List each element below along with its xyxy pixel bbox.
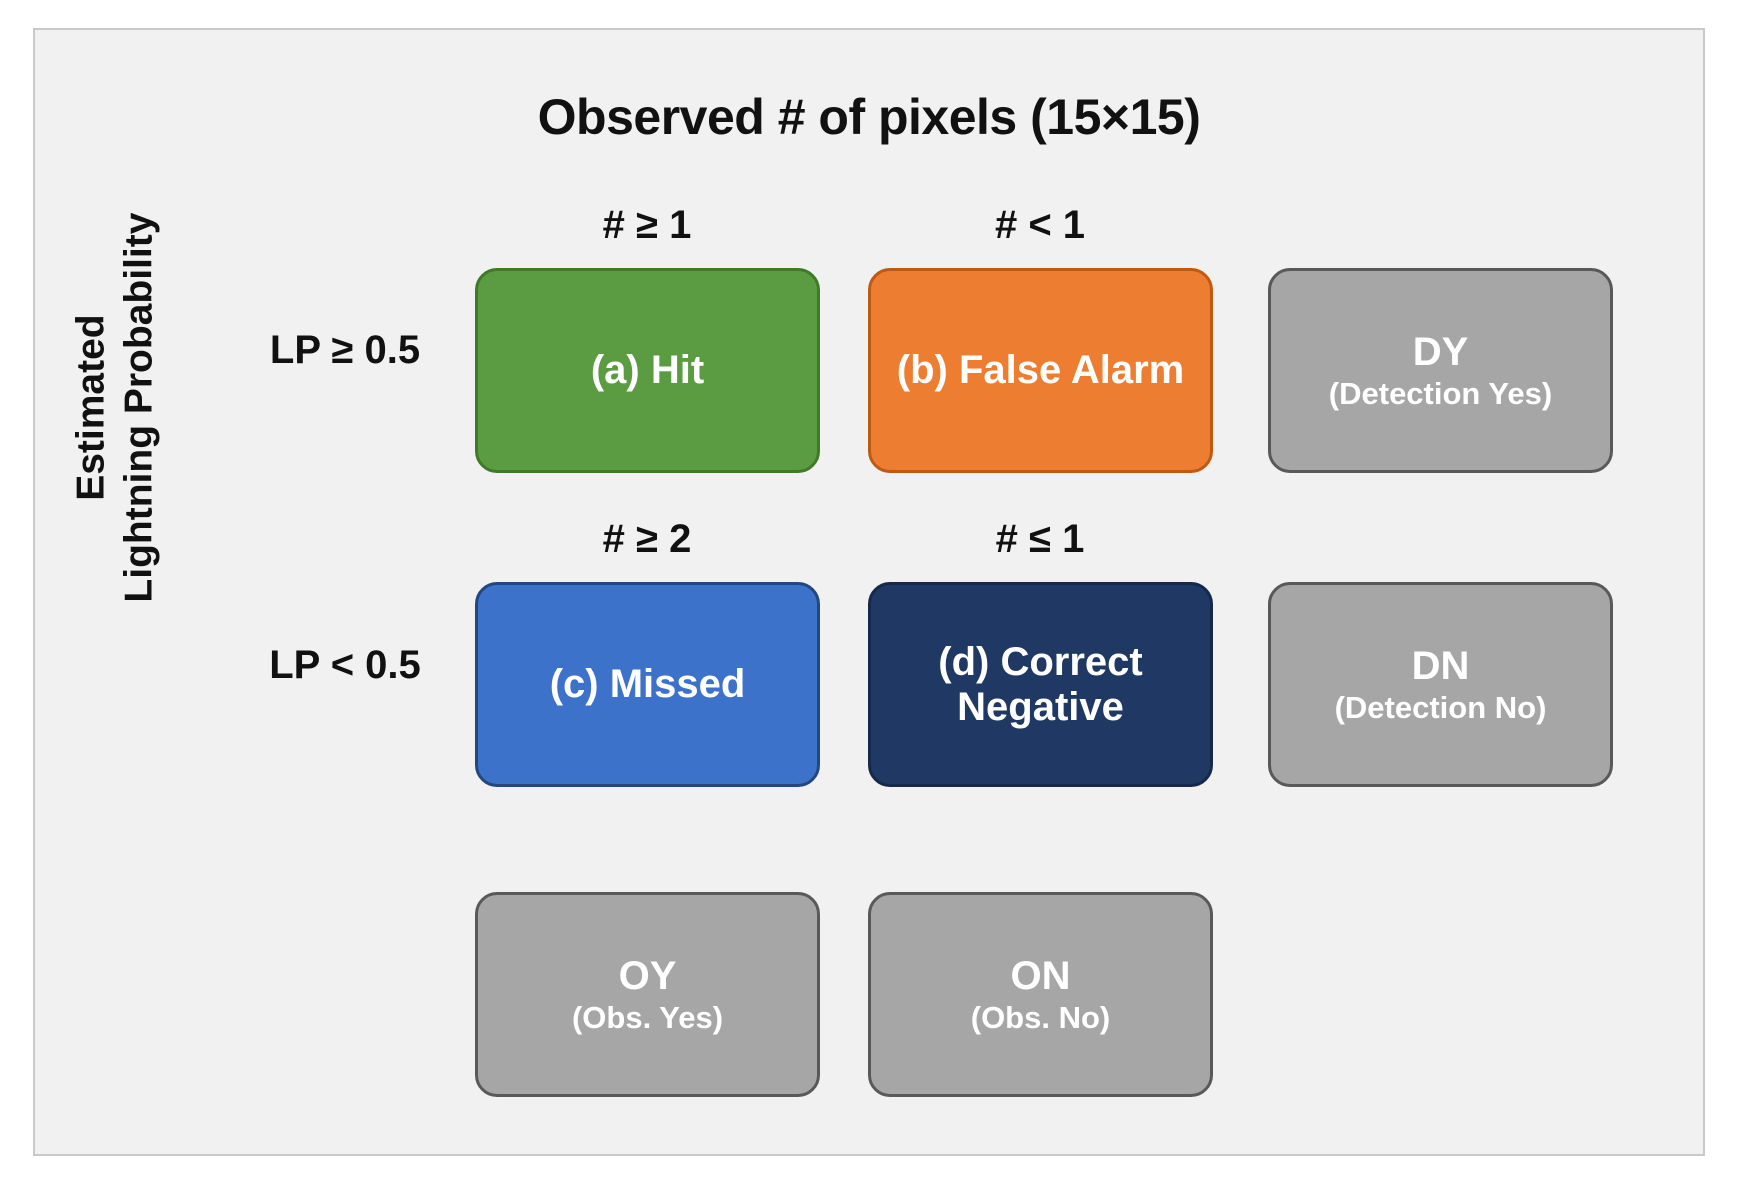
cell-hit-label: (a) Hit	[590, 348, 705, 393]
y-axis-label-line1: Estimated	[69, 314, 113, 501]
summary-oy-code: OY	[618, 953, 677, 998]
summary-observed-yes: OY (Obs. Yes)	[475, 892, 820, 1097]
summary-on-code: ON	[1010, 953, 1071, 998]
cell-hit: (a) Hit	[475, 268, 820, 473]
summary-dy-description: (Detection Yes)	[1328, 375, 1553, 411]
column-header-row1-col2: # < 1	[994, 203, 1086, 247]
cell-missed-label: (c) Missed	[549, 662, 746, 707]
figure-panel: Observed # of pixels (15×15) Estimated L…	[33, 28, 1705, 1156]
cell-false-alarm: (b) False Alarm	[868, 268, 1213, 473]
row-label-lp-low: LP < 0.5	[269, 643, 421, 687]
column-header-row2-col2: # ≤ 1	[995, 517, 1085, 561]
summary-dy-code: DY	[1412, 329, 1469, 374]
summary-detection-yes: DY (Detection Yes)	[1268, 268, 1613, 473]
cell-correct-negative: (d) Correct Negative	[868, 582, 1213, 787]
summary-oy-description: (Obs. Yes)	[571, 999, 724, 1035]
cell-false-alarm-label: (b) False Alarm	[896, 348, 1185, 393]
y-axis-label-line2: Lightning Probability	[117, 212, 160, 603]
page-title: Observed # of pixels (15×15)	[537, 89, 1201, 145]
y-axis-label: Estimated Lightning Probability	[67, 198, 162, 618]
summary-dn-code: DN	[1411, 643, 1470, 688]
summary-dn-description: (Detection No)	[1334, 689, 1547, 725]
summary-on-description: (Obs. No)	[970, 999, 1111, 1035]
cell-missed: (c) Missed	[475, 582, 820, 787]
column-header-row1-col1: # ≥ 1	[602, 203, 692, 247]
summary-observed-no: ON (Obs. No)	[868, 892, 1213, 1097]
cell-correct-negative-label: (d) Correct Negative	[938, 639, 1143, 729]
column-header-row2-col1: # ≥ 2	[602, 517, 692, 561]
row-label-lp-high: LP ≥ 0.5	[269, 328, 421, 372]
summary-detection-no: DN (Detection No)	[1268, 582, 1613, 787]
